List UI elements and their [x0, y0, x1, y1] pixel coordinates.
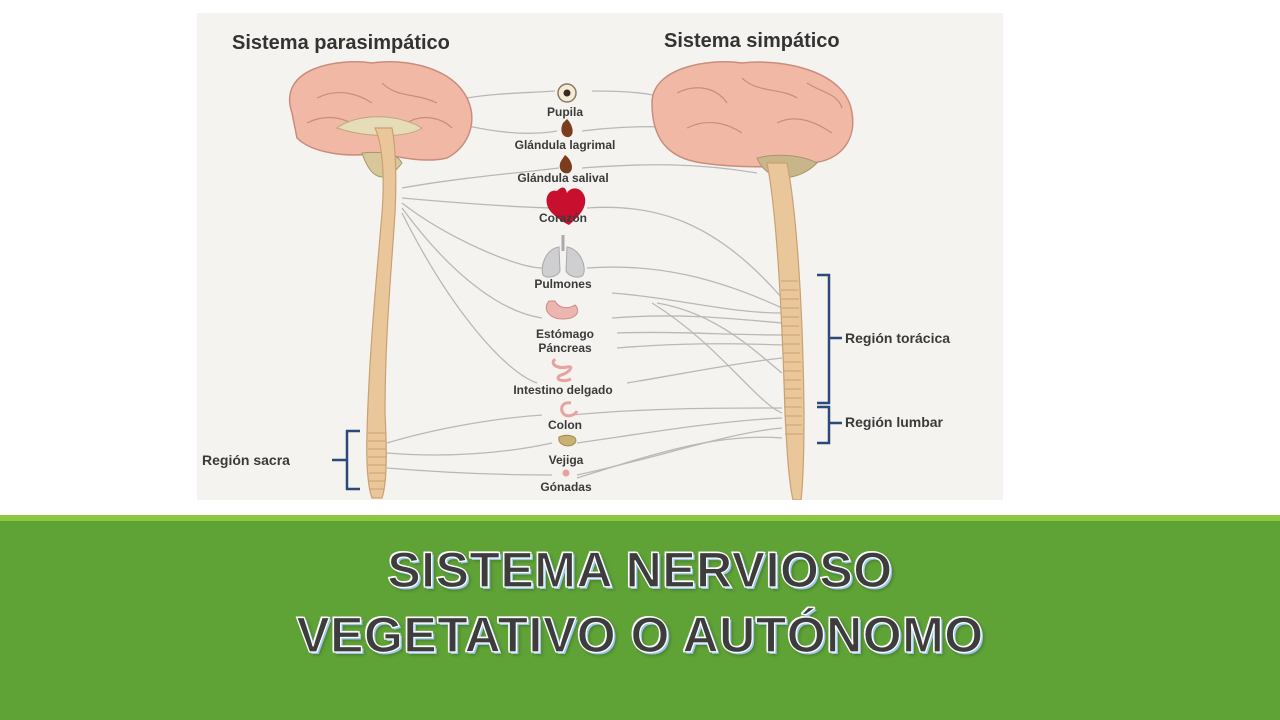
- organ-label-pupila: Pupila: [547, 105, 583, 119]
- salivary-gland-icon: [559, 155, 572, 174]
- sympathetic-title: Sistema simpático: [664, 30, 840, 52]
- gonads-icon: [562, 469, 570, 477]
- right-spinal-cord: [766, 162, 805, 500]
- left-sacral-segments: [368, 432, 386, 490]
- right-thoracic-segments: [781, 280, 803, 435]
- organ-label-glandula-salival: Glándula salival: [517, 171, 608, 185]
- nerve-lines: [386, 90, 783, 479]
- region-brackets: [332, 273, 842, 491]
- region-label-lumbar: Región lumbar: [845, 414, 944, 430]
- parasympathetic-title: Sistema parasimpático: [232, 32, 450, 54]
- organ-label-pulmones: Pulmones: [534, 277, 592, 291]
- intestine-icon: [551, 357, 573, 383]
- organ-label-vejiga: Vejiga: [549, 453, 584, 467]
- thoracic-bracket: [817, 273, 842, 405]
- lacrimal-gland-icon: [561, 119, 573, 138]
- left-brain: [289, 61, 473, 178]
- region-label-sacral: Región sacra: [202, 452, 290, 468]
- slide-title-line-2: VEGETATIVO O AUTÓNOMO: [296, 606, 984, 663]
- organ-label-pancreas: Páncreas: [538, 341, 592, 355]
- title-band: [0, 521, 1280, 720]
- right-brain: [651, 61, 854, 178]
- heart-icon: [546, 187, 586, 225]
- region-label-thoracic: Región torácica: [845, 330, 950, 346]
- organ-label-gonadas: Gónadas: [540, 480, 592, 494]
- nervous-system-diagram: Sistema parasimpático Sistema simpático …: [197, 13, 1003, 500]
- bladder-icon: [558, 434, 577, 447]
- organ-label-estomago: Estómago: [536, 327, 594, 341]
- lumbar-bracket: [817, 405, 842, 445]
- organ-label-colon: Colon: [548, 418, 582, 432]
- organ-label-glandula-lagrimal: Glándula lagrimal: [515, 138, 616, 152]
- title-band-highlight: [0, 515, 1280, 521]
- organ-icons: [541, 83, 586, 477]
- slide-title-line-1: SISTEMA NERVIOSO: [387, 541, 893, 598]
- stomach-icon: [545, 300, 579, 320]
- organ-labels: Pupila Glándula lagrimal Glándula saliva…: [513, 105, 615, 494]
- colon-icon: [560, 401, 579, 418]
- left-spinal-cord: [366, 127, 397, 499]
- slide-title: SISTEMA NERVIOSO VEGETATIVO O AUTÓNOMO: [0, 538, 1280, 668]
- organ-label-corazon: Corazón: [539, 211, 587, 225]
- lungs-icon: [541, 235, 585, 278]
- sacral-bracket: [332, 429, 360, 491]
- organ-label-intestino-delgado: Intestino delgado: [513, 383, 612, 397]
